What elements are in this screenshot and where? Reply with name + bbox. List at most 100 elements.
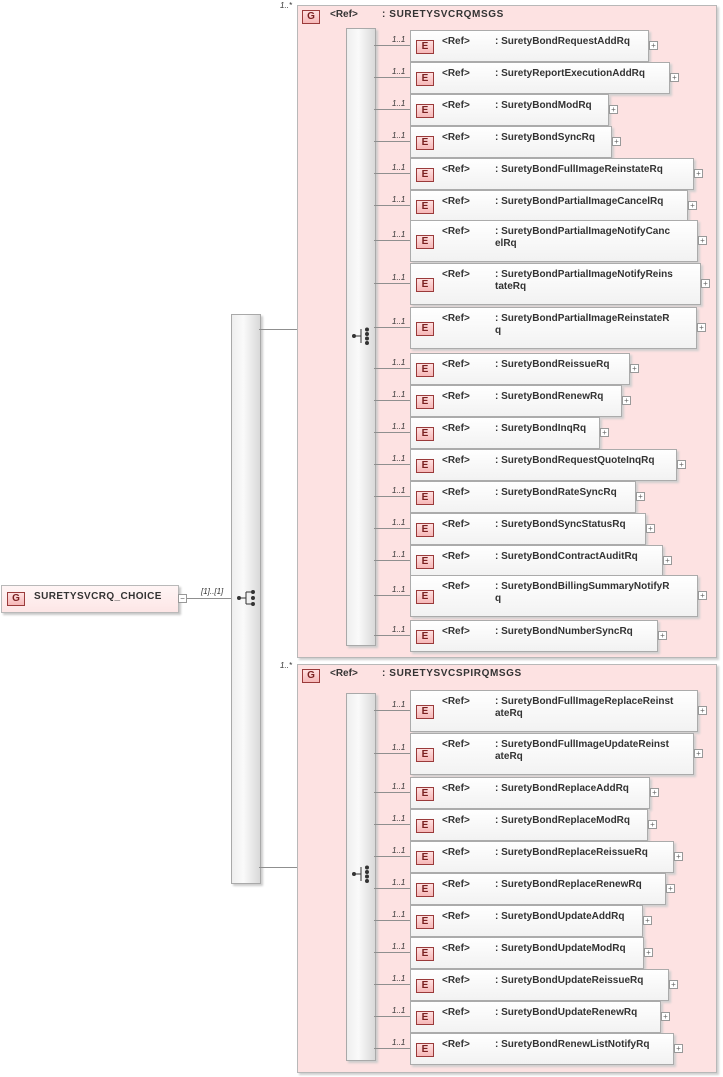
expand-toggle-icon[interactable]: +: [643, 916, 652, 925]
expand-toggle-icon[interactable]: +: [694, 749, 703, 758]
expand-toggle-icon[interactable]: +: [677, 460, 686, 469]
expand-toggle-icon[interactable]: +: [698, 706, 707, 715]
element-ref[interactable]: E<Ref>: SuretyBondPartialImageCancelRq: [410, 190, 688, 222]
expand-toggle-icon[interactable]: +: [636, 492, 645, 501]
element-ref-label: <Ref>: [442, 551, 470, 562]
element-cardinality: 1..1: [392, 454, 406, 463]
element-ref[interactable]: E<Ref>: SuretyBondUpdateRenewRq: [410, 1001, 661, 1033]
element-name-label: : SuretyBondRenewListNotifyRq: [495, 1039, 650, 1050]
element-ref-label: <Ref>: [442, 269, 470, 280]
element-name-label: : SuretyBondPartialImageReinstateR q: [495, 313, 670, 336]
expand-toggle-icon[interactable]: +: [669, 980, 678, 989]
connector-line: [374, 920, 410, 921]
element-ref[interactable]: E<Ref>: SuretyBondReissueRq: [410, 353, 630, 385]
expand-toggle-icon[interactable]: +: [646, 524, 655, 533]
element-ref[interactable]: E<Ref>: SuretyBondPartialImageNotifyRein…: [410, 263, 701, 305]
expand-toggle-icon[interactable]: +: [609, 105, 618, 114]
expand-toggle-icon[interactable]: +: [698, 591, 707, 600]
element-ref-label: <Ref>: [442, 164, 470, 175]
element-ref[interactable]: E<Ref>: SuretyBondPartialImageNotifyCanc…: [410, 220, 698, 262]
element-cardinality: 1..1: [392, 1038, 406, 1047]
expand-toggle-icon[interactable]: +: [688, 201, 697, 210]
element-ref-label: <Ref>: [442, 487, 470, 498]
connector-line: [374, 952, 410, 953]
element-name-label: : SuretyBondReplaceModRq: [495, 815, 631, 826]
expand-toggle-icon[interactable]: +: [670, 73, 679, 82]
expand-toggle-icon[interactable]: +: [649, 41, 658, 50]
expand-toggle-icon[interactable]: +: [674, 852, 683, 861]
element-badge-icon: E: [416, 459, 434, 473]
element-ref[interactable]: E<Ref>: SuretyBondPartialImageReinstateR…: [410, 307, 697, 349]
expand-toggle-icon[interactable]: +: [698, 236, 707, 245]
element-ref[interactable]: E<Ref>: SuretyBondInqRq: [410, 417, 600, 449]
element-ref[interactable]: E<Ref>: SuretyBondReplaceRenewRq: [410, 873, 666, 905]
expand-toggle-icon[interactable]: +: [666, 884, 675, 893]
expand-toggle-icon[interactable]: +: [658, 631, 667, 640]
element-ref[interactable]: E<Ref>: SuretyBondReplaceReissueRq: [410, 841, 674, 873]
element-ref[interactable]: E<Ref>: SuretyBondContractAuditRq: [410, 545, 663, 577]
element-ref[interactable]: E<Ref>: SuretyBondUpdateAddRq: [410, 905, 643, 937]
element-ref[interactable]: E<Ref>: SuretyBondRenewListNotifyRq: [410, 1033, 674, 1065]
element-cardinality: 1..1: [392, 163, 406, 172]
element-ref[interactable]: E <Ref> : SuretyBondFullImageReinstateRq: [410, 158, 694, 190]
element-name-label: : SuretyBondSyncRq: [495, 132, 596, 143]
connector-line: [374, 432, 410, 433]
element-ref[interactable]: E<Ref>: SuretyBondRenewRq: [410, 385, 622, 417]
element-cardinality: 1..1: [392, 846, 406, 855]
element-ref-label: <Ref>: [442, 196, 470, 207]
expand-toggle-icon[interactable]: +: [600, 428, 609, 437]
element-ref[interactable]: E<Ref>: SuretyBondNumberSyncRq: [410, 620, 658, 652]
connector-line: [374, 45, 410, 46]
connector-line: [374, 1016, 410, 1017]
element-ref[interactable]: E<Ref>: SuretyBondBillingSummaryNotifyR …: [410, 575, 698, 617]
connector-line: [374, 1048, 410, 1049]
element-badge-icon: E: [416, 168, 434, 182]
element-ref[interactable]: E<Ref>: SuretyBondFullImageReplaceReinst…: [410, 690, 698, 732]
element-ref[interactable]: E<Ref>: SuretyBondRequestAddRq: [410, 30, 649, 62]
connector-line: [374, 888, 410, 889]
element-name-label: : SuretyBondNumberSyncRq: [495, 626, 633, 637]
element-name-label: : SuretyBondFullImageReinstateRq: [495, 164, 663, 175]
element-ref[interactable]: E<Ref>: SuretyBondRateSyncRq: [410, 481, 636, 513]
connector-line: [374, 173, 410, 174]
expand-toggle-icon[interactable]: +: [612, 137, 621, 146]
element-ref[interactable]: E<Ref>: SuretyBondUpdateReissueRq: [410, 969, 669, 1001]
element-ref[interactable]: E<Ref>: SuretyBondReplaceAddRq: [410, 777, 650, 809]
root-label: SURETYSVCRQ_CHOICE: [34, 591, 162, 602]
expand-toggle-icon[interactable]: +: [650, 788, 659, 797]
expand-toggle-icon[interactable]: +: [674, 1044, 683, 1053]
element-name-label: : SuretyBondPartialImageNotifyReins tate…: [495, 269, 673, 292]
expand-toggle-icon[interactable]: +: [644, 948, 653, 957]
connector-line: [374, 635, 410, 636]
connector-line: [374, 77, 410, 78]
expand-toggle-icon[interactable]: +: [663, 556, 672, 565]
expand-toggle-icon[interactable]: +: [648, 820, 657, 829]
expand-toggle-icon[interactable]: +: [694, 169, 703, 178]
collapse-toggle-icon[interactable]: −: [178, 594, 187, 603]
group-name-label: : SURETYSVCSPIRQMSGS: [382, 668, 522, 679]
element-name-label: : SuretyBondUpdateReissueRq: [495, 975, 644, 986]
connector-line: [374, 792, 410, 793]
element-ref[interactable]: E<Ref>: SuretyBondSyncRq: [410, 126, 612, 158]
element-ref[interactable]: E<Ref>: SuretyBondReplaceModRq: [410, 809, 648, 841]
element-ref[interactable]: E<Ref>: SuretyBondModRq: [410, 94, 609, 126]
expand-toggle-icon[interactable]: +: [661, 1012, 670, 1021]
element-ref[interactable]: E<Ref>: SuretyReportExecutionAddRq: [410, 62, 670, 94]
expand-toggle-icon[interactable]: +: [697, 323, 706, 332]
element-name-label: : SuretyReportExecutionAddRq: [495, 68, 646, 79]
expand-toggle-icon[interactable]: +: [622, 396, 631, 405]
element-ref[interactable]: E<Ref>: SuretyBondUpdateModRq: [410, 937, 644, 969]
element-cardinality: 1..1: [392, 942, 406, 951]
element-ref[interactable]: E<Ref>: SuretyBondFullImageUpdateReinst …: [410, 733, 694, 775]
element-cardinality: 1..1: [392, 878, 406, 887]
root-cardinality: [1]..[1]: [201, 587, 224, 596]
root-element-suretysvcrq-choice[interactable]: G SURETYSVCRQ_CHOICE: [1, 585, 179, 613]
element-ref[interactable]: E<Ref>: SuretyBondRequestQuoteInqRq: [410, 449, 677, 481]
element-ref[interactable]: E<Ref>: SuretyBondSyncStatusRq: [410, 513, 646, 545]
connector-line: [374, 710, 410, 711]
element-cardinality: 1..1: [392, 518, 406, 527]
expand-toggle-icon[interactable]: +: [630, 364, 639, 373]
group-ref-label: <Ref>: [330, 668, 358, 679]
expand-toggle-icon[interactable]: +: [701, 279, 710, 288]
element-ref-label: <Ref>: [442, 581, 470, 592]
